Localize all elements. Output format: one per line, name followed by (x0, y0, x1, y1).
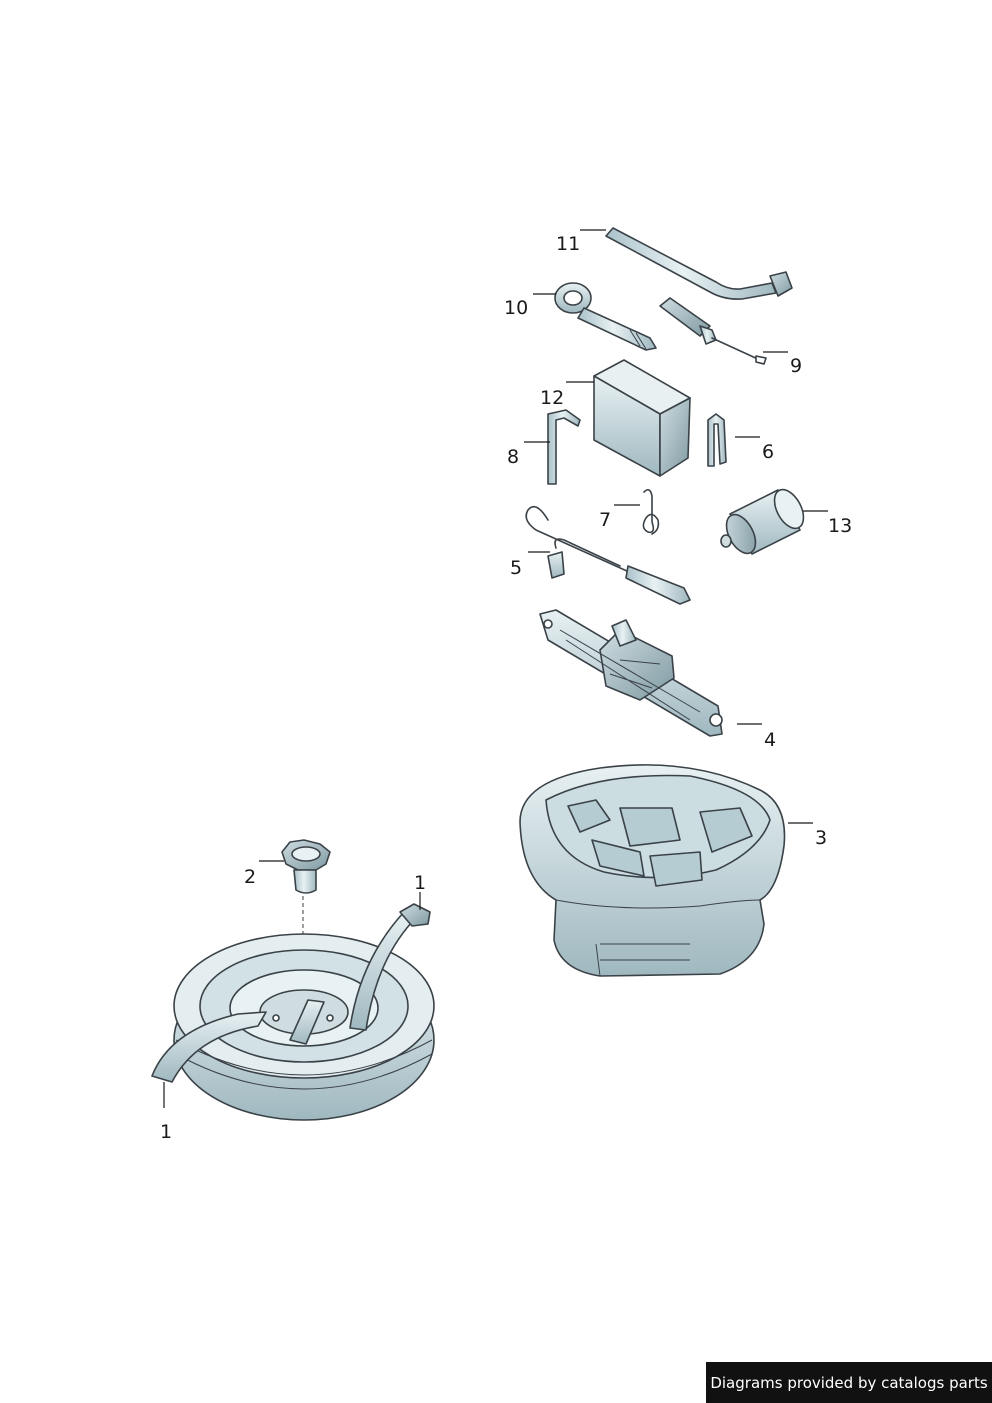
leader-lines (163, 229, 828, 1108)
callout-3: 3 (815, 827, 827, 849)
callout-7: 7 (599, 509, 611, 531)
wheel-brace-part[interactable] (605, 227, 793, 300)
callout-2: 2 (244, 866, 256, 888)
scissor-jack-part[interactable] (539, 609, 723, 737)
callout-4: 4 (764, 729, 776, 751)
foam-tool-tray-part[interactable] (519, 764, 786, 977)
cylinder-part[interactable] (720, 485, 810, 558)
callout-5: 5 (510, 557, 522, 579)
callout-9: 9 (790, 355, 802, 377)
callout-1-strap: 1 (414, 872, 426, 894)
towing-eye-part[interactable] (554, 282, 657, 351)
callout-10: 10 (504, 297, 528, 319)
retaining-strap-part[interactable] (151, 903, 431, 1083)
credit-banner: Diagrams provided by catalogs parts (706, 1362, 992, 1403)
credit-text: Diagrams provided by catalogs parts (710, 1373, 988, 1392)
callout-8: 8 (507, 446, 519, 468)
callout-11: 11 (556, 233, 580, 255)
bracket-clip-part[interactable] (707, 413, 727, 467)
callout-12: 12 (540, 387, 564, 409)
callout-13: 13 (828, 515, 852, 537)
crank-handle-part[interactable] (525, 505, 691, 605)
screwdriver-part[interactable] (659, 297, 767, 365)
callout-1-wheel: 1 (160, 1121, 172, 1143)
callout-labels: 11 10 9 12 8 6 7 13 5 4 3 2 1 1 (160, 233, 852, 1143)
tool-bag-part[interactable] (593, 359, 691, 477)
hex-key-part[interactable] (547, 409, 581, 485)
spring-hook-part[interactable] (642, 488, 660, 535)
callout-6: 6 (762, 441, 774, 463)
